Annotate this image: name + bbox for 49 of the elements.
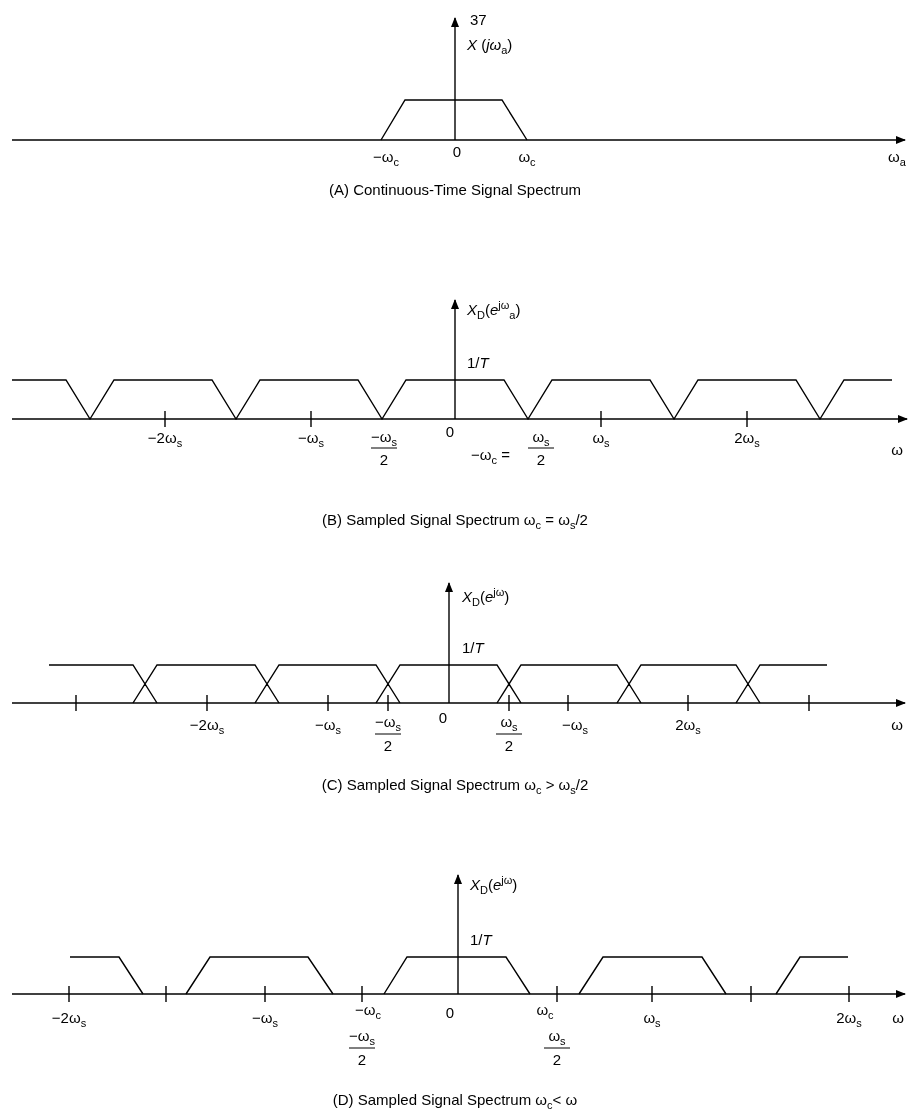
axis-label: 1/T [470,931,492,949]
axis-label: ω$_{s}$ [592,429,610,447]
axis-label: 1/T [467,354,489,372]
axis-label: ω [891,716,903,734]
axis-label: −2ω$_{s}$ [189,716,225,734]
axis-label: ω$_{s}$ [643,1009,661,1027]
axis-label: X$_{D}$(e$^{jω}$$_{a}$) [467,301,521,319]
axis-label: X$_{D}$(e$^{jω}$) [470,876,518,894]
axis-label: ω$_{s}$ [548,1027,566,1045]
axis-label: X$_{D}$(e$^{jω}$) [462,588,510,606]
axis-label: 37 [470,11,487,29]
axis-label: −ω$_{s}$ [315,716,341,734]
axis-label: ω [891,441,903,459]
axis-label: 2 [383,737,393,755]
figure-caption: (B) Sampled Signal Spectrum ω$_{c}$ = ω$_{s}$/2 [322,511,588,529]
axis-label: 2ω$_{s}$ [836,1009,862,1027]
axis-label: −ω$_{c}$ [373,148,399,166]
axis-label: 2 [552,1051,562,1069]
axis-label: ω$_{s}$ [532,428,550,446]
axis-label: ω [892,1009,904,1027]
axis-label: −ω$_{s}$ [371,428,397,446]
axis-label: 2ω$_{s}$ [675,716,701,734]
axis-label: ω$_{c}$ [536,1001,554,1019]
axis-label: 0 [445,423,455,441]
axis-label: −ω$_{s}$ [375,713,401,731]
figure-caption: (D) Sampled Signal Spectrum ω$_{c}$< ω [332,1091,578,1109]
axis-label: 0 [452,143,462,161]
figure-caption: (C) Sampled Signal Spectrum ω$_{c}$ > ω$_{s}$/2 [321,776,589,794]
axis-label: ω$_{c}$ [518,148,536,166]
axis-label: −2ω$_{s}$ [147,429,183,447]
axis-label: 2 [379,451,389,469]
figure-caption: (A) Continuous-Time Signal Spectrum [329,181,581,199]
axis-label: ω$_{a}$ [888,148,906,166]
axis-label: 2 [536,451,546,469]
axis-label: 2 [357,1051,367,1069]
axis-label: −ω$_{s}$ [252,1009,278,1027]
axis-label: 2 [504,737,514,755]
axis-label: 0 [445,1004,455,1022]
axis-label: −ω$_{c}$ [355,1001,381,1019]
axis-label: 2ω$_{s}$ [734,429,760,447]
axis-label: −ω$_{s}$ [562,716,588,734]
axis-label: −ω$_{s}$ [298,429,324,447]
axis-label: −2ω$_{s}$ [51,1009,87,1027]
axis-label: ω$_{s}$ [500,713,518,731]
axis-label: −ω$_{s}$ [349,1027,375,1045]
axis-label: 0 [438,709,448,727]
axis-label: X (jω$_{a}$) [467,36,513,54]
axis-label: 1/T [462,639,484,657]
axis-label: −ω$_{c}$ = [471,446,510,464]
